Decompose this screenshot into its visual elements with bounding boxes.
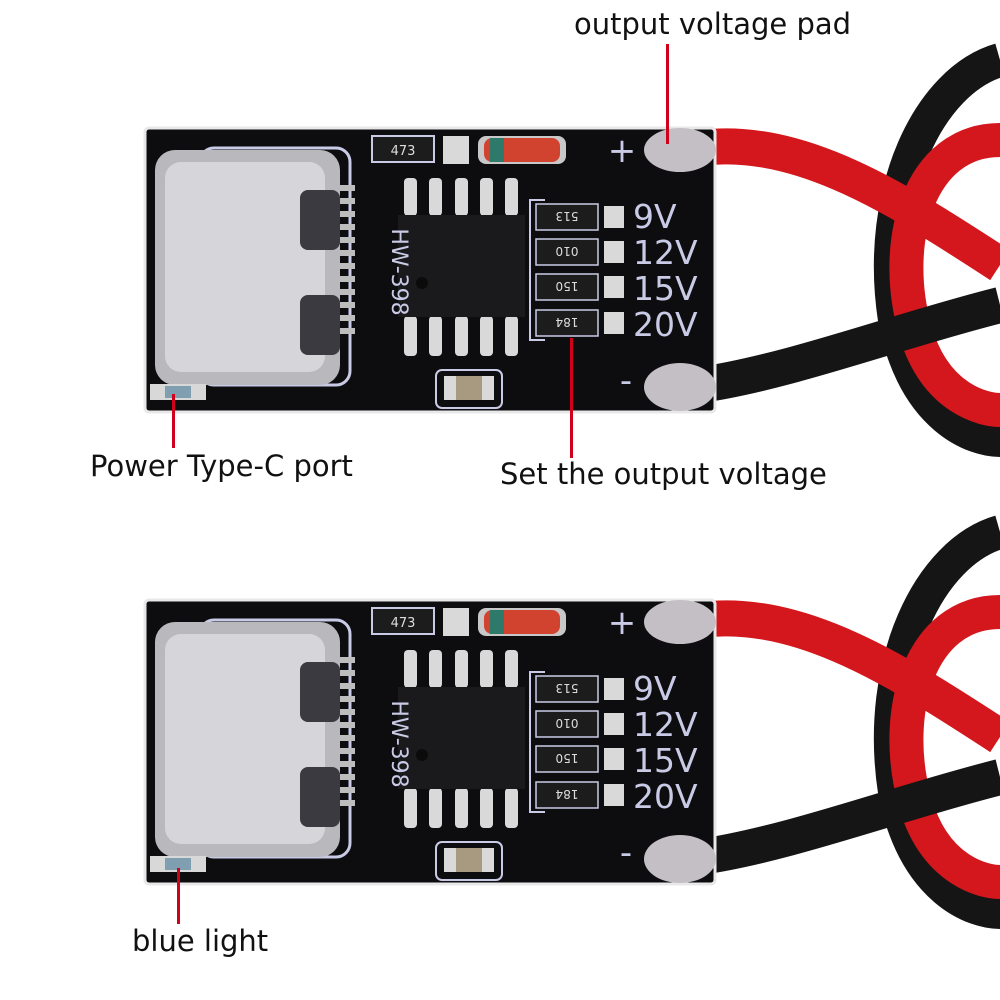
resistor-code: 513 xyxy=(556,681,579,695)
voltage-label: 12V xyxy=(633,233,698,272)
resistor-code: 473 xyxy=(391,144,416,159)
voltage-label: 15V xyxy=(633,269,698,308)
voltage-labels: 9V 12V 15V 20V xyxy=(633,197,698,344)
output-pad-negative xyxy=(644,835,716,883)
voltage-label: 12V xyxy=(633,705,698,744)
model-silkscreen: HW-398 xyxy=(386,700,411,787)
blue-led xyxy=(150,384,206,400)
resistor-row: 184 xyxy=(535,309,624,337)
plus-silkscreen: + xyxy=(608,131,637,171)
output-pad-negative xyxy=(644,363,716,411)
leader-line xyxy=(570,338,573,458)
converter-module-copy: 473 HW-39 xyxy=(143,515,1000,929)
capacitor xyxy=(435,369,503,409)
minus-silkscreen: - xyxy=(620,361,632,401)
resistor-row: 184 xyxy=(535,781,624,809)
resistor-473: 473 xyxy=(371,607,435,635)
wires xyxy=(697,43,1000,457)
black-wire xyxy=(697,287,1000,403)
resistor-code: 150 xyxy=(556,279,579,293)
solder-pad xyxy=(443,136,469,164)
resistor-code: 184 xyxy=(556,787,579,801)
resistor-code: 010 xyxy=(556,244,579,258)
resistor-473: 473 xyxy=(371,135,435,163)
voltage-label: 20V xyxy=(633,305,698,344)
capacitor xyxy=(435,841,503,881)
red-wire xyxy=(697,600,1000,753)
model-silkscreen: HW-398 xyxy=(386,228,411,315)
annotation-blue-light: blue light xyxy=(132,924,269,958)
resistor-code: 184 xyxy=(556,315,579,329)
leader-line xyxy=(666,44,669,144)
resistor-row: 513 xyxy=(535,203,624,231)
voltage-label: 9V xyxy=(633,197,677,236)
red-wire xyxy=(697,128,1000,281)
resistor-row: 150 xyxy=(535,745,624,773)
black-wire xyxy=(697,759,1000,875)
resistor-row: 513 xyxy=(535,675,624,703)
annotation-type-c-port: Power Type-C port xyxy=(90,449,353,483)
ic-chip xyxy=(398,650,525,828)
blue-led xyxy=(150,856,206,872)
resistor-code: 473 xyxy=(391,616,416,631)
resistor-code: 010 xyxy=(556,716,579,730)
red-wire xyxy=(889,595,1000,899)
red-wire xyxy=(889,123,1000,427)
solder-pad xyxy=(443,608,469,636)
annotation-set-voltage: Set the output voltage xyxy=(500,457,827,491)
output-pad-positive xyxy=(644,600,716,644)
diode xyxy=(478,136,566,164)
wires xyxy=(697,515,1000,929)
voltage-labels: 9V 12V 15V 20V xyxy=(633,669,698,816)
ic-chip xyxy=(398,178,525,356)
usb-c-connector xyxy=(155,146,355,387)
voltage-label: 20V xyxy=(633,777,698,816)
minus-silkscreen: - xyxy=(620,833,632,873)
resistor-code: 513 xyxy=(556,209,579,223)
usb-c-connector xyxy=(155,618,355,859)
leader-line xyxy=(177,868,180,924)
plus-silkscreen: + xyxy=(608,603,637,643)
resistor-row: 010 xyxy=(535,710,624,738)
resistor-code: 150 xyxy=(556,751,579,765)
resistor-row: 010 xyxy=(535,238,624,266)
converter-module: 473 HW-39 xyxy=(143,515,1000,929)
leader-line xyxy=(172,394,175,448)
voltage-label: 9V xyxy=(633,669,677,708)
annotation-output-pad: output voltage pad xyxy=(574,7,852,41)
diode xyxy=(478,608,566,636)
resistor-row: 150 xyxy=(535,273,624,301)
voltage-resistors: 513 010 150 184 xyxy=(529,199,624,341)
voltage-resistors: 513 010 150 184 xyxy=(529,671,624,813)
output-pad-positive xyxy=(644,128,716,172)
voltage-label: 15V xyxy=(633,741,698,780)
